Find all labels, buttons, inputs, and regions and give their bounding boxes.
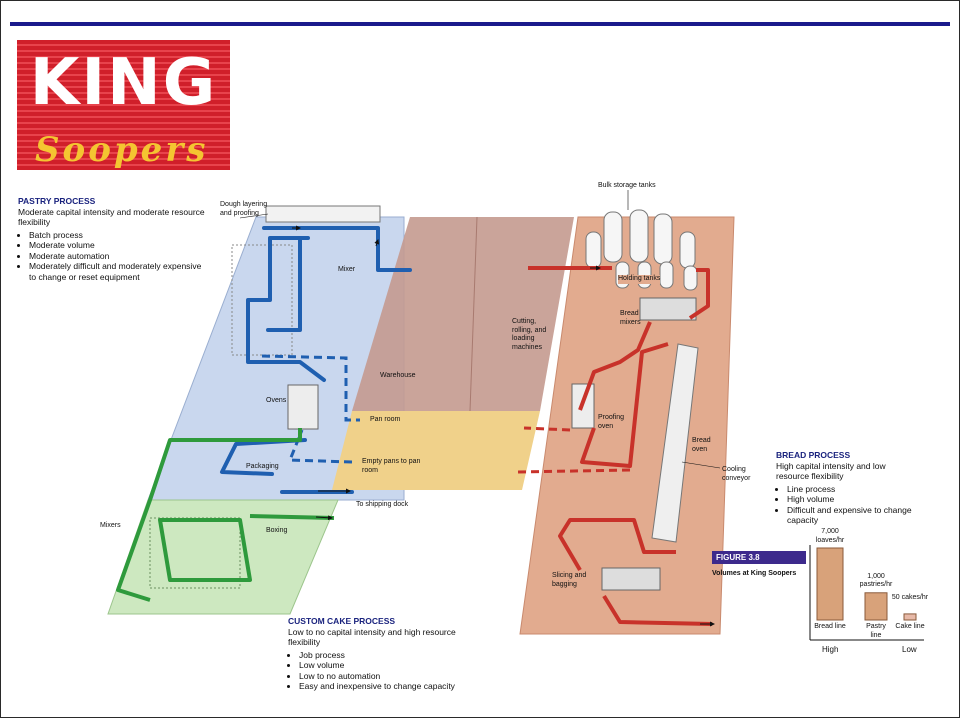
label-ovens: Ovens — [266, 397, 287, 404]
volume-chart — [809, 545, 924, 641]
label-holding-tanks: Holding tanks — [618, 275, 661, 284]
label-cooling-conveyor: Cooling conveyor — [722, 466, 751, 482]
bread-bullet: High volume — [787, 494, 916, 505]
label-cutting: Cutting, rolling, and loading machines — [512, 318, 547, 351]
volume-category-label: Pastry line — [866, 623, 886, 639]
king-soopers-logo: KING Soopers — [17, 40, 230, 170]
bread-oven-machine — [651, 343, 699, 543]
bread-zone — [519, 216, 735, 635]
volume-bar — [903, 613, 917, 621]
label-proofing-oven: Proofing oven — [598, 414, 625, 430]
label-warehouse: Warehouse — [380, 372, 416, 379]
bread-desc: High capital intensity and low resource … — [776, 460, 886, 482]
label-boxing: Boxing — [266, 527, 288, 534]
pastry-title: PASTRY PROCESS — [18, 196, 96, 206]
pastry-description: PASTRY PROCESS Moderate capital intensit… — [18, 196, 208, 282]
figure-caption: Volumes at King Soopers — [712, 570, 797, 577]
label-empty-pans: Empty pans to pan room — [362, 458, 421, 474]
dough-layering-machine — [265, 205, 381, 223]
cake-desc: Low to no capital intensity and high res… — [288, 626, 456, 648]
volume-data-label: 7,000 loaves/hr — [815, 528, 845, 544]
volume-data-label: 1,000 pastries/hr — [859, 572, 893, 589]
bread-bullet: Difficult and expensive to change capaci… — [787, 505, 916, 526]
label-packaging: Packaging — [246, 463, 279, 470]
cake-bullet: Low to no automation — [299, 671, 458, 682]
label-to-shipping: To shipping dock — [356, 501, 409, 508]
label-bread-oven: Bread oven — [692, 437, 711, 453]
label-slicing: Slicing and bagging — [552, 572, 587, 588]
bread-bullet: Line process — [787, 484, 916, 495]
cake-bullet: Easy and inexpensive to change capacity — [299, 681, 458, 692]
cake-description: CUSTOM CAKE PROCESS Low to no capital in… — [288, 616, 458, 692]
label-bulk-storage: Bulk storage tanks — [598, 182, 656, 189]
label-mixer: Mixer — [338, 266, 356, 273]
label-pan-room: Pan room — [370, 416, 401, 423]
pastry-flow — [220, 226, 412, 494]
pastry-bullet: Batch process — [29, 230, 208, 241]
slicing-machines — [601, 567, 661, 591]
bread-description: BREAD PROCESS High capital intensity and… — [776, 450, 916, 526]
ovens-machine — [287, 384, 319, 430]
pastry-bullet: Moderate volume — [29, 240, 208, 251]
pastry-bullet: Moderately difficult and moderately expe… — [29, 261, 208, 282]
label-mixers: Mixers — [100, 522, 121, 529]
pastry-line-equipment — [231, 244, 293, 356]
axis-low-label: Low — [902, 645, 917, 654]
bread-return-flow — [517, 426, 631, 474]
volume-bar — [816, 547, 844, 621]
pan-room-zone — [332, 411, 540, 490]
label-dough-layering: Dough layering and proofing — [220, 201, 268, 217]
warehouse-zone — [352, 217, 574, 411]
top-rule — [10, 22, 950, 26]
flow-arrowheads — [292, 225, 715, 627]
volume-category-label: Cake line — [895, 623, 925, 630]
bread-mixers-machine — [639, 297, 697, 321]
label-bread-mixers: Bread mixers — [620, 310, 641, 326]
pastry-bullet: Moderate automation — [29, 251, 208, 262]
volume-category-label: Bread line — [814, 623, 846, 630]
cake-bullet: Low volume — [299, 660, 458, 671]
volume-data-label: 50 cakes/hr — [891, 593, 929, 601]
volume-bar — [864, 592, 888, 621]
axis-high-label: High — [822, 645, 839, 654]
cake-bullet: Job process — [299, 650, 458, 661]
bread-title: BREAD PROCESS — [776, 450, 851, 460]
cake-title: CUSTOM CAKE PROCESS — [288, 616, 396, 626]
figure-number: FIGURE 3.8 — [712, 551, 806, 564]
pastry-desc: Moderate capital intensity and moderate … — [18, 206, 205, 228]
